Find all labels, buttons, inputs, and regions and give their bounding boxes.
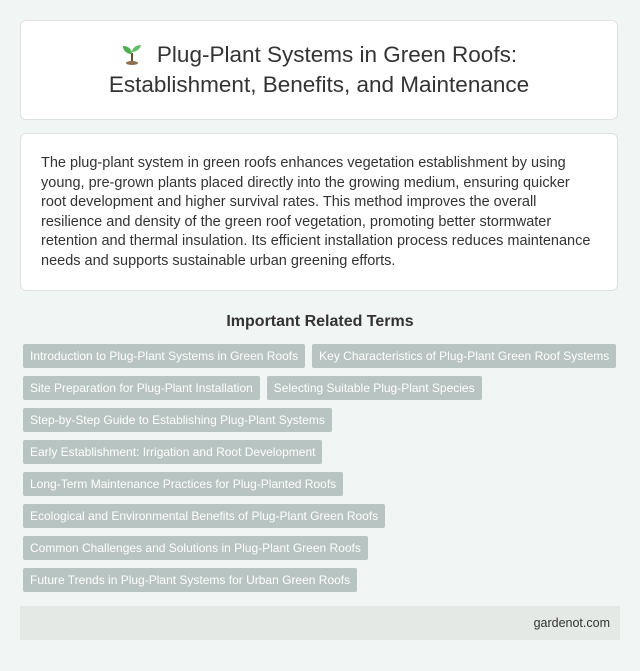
related-term-link[interactable]: Introduction to Plug-Plant Systems in Gr… bbox=[23, 344, 306, 368]
page-title: Plug-Plant Systems in Green Roofs: Estab… bbox=[89, 40, 549, 100]
related-term-link[interactable]: Common Challenges and Solutions in Plug-… bbox=[23, 536, 368, 560]
related-terms-heading: Important Related Terms bbox=[226, 313, 414, 330]
related-term-link[interactable]: Ecological and Environmental Benefits of… bbox=[23, 504, 386, 528]
title-line-2: Establishment, Benefits, and Maintenance bbox=[108, 72, 530, 97]
footer: gardenot.com bbox=[20, 606, 620, 640]
related-term-link[interactable]: Future Trends in Plug-Plant Systems for … bbox=[23, 568, 358, 592]
related-term-link[interactable]: Site Preparation for Plug-Plant Installa… bbox=[23, 376, 260, 400]
description-card: The plug-plant system in green roofs enh… bbox=[20, 133, 618, 291]
description-text: The plug-plant system in green roofs enh… bbox=[41, 155, 591, 269]
related-term-link[interactable]: Selecting Suitable Plug-Plant Species bbox=[266, 376, 482, 400]
related-terms-list: Introduction to Plug-Plant Systems in Gr… bbox=[23, 344, 623, 600]
title-line-1: Plug-Plant Systems in Green Roofs: bbox=[156, 42, 518, 67]
title-card: Plug-Plant Systems in Green Roofs: Estab… bbox=[20, 20, 618, 120]
related-term-link[interactable]: Key Characteristics of Plug-Plant Green … bbox=[312, 344, 617, 368]
related-term-link[interactable]: Step-by-Step Guide to Establishing Plug-… bbox=[23, 408, 332, 432]
related-term-link[interactable]: Early Establishment: Irrigation and Root… bbox=[23, 440, 323, 464]
seedling-icon bbox=[122, 45, 141, 65]
footer-site-link[interactable]: gardenot.com bbox=[533, 616, 610, 630]
related-term-link[interactable]: Long-Term Maintenance Practices for Plug… bbox=[23, 472, 344, 496]
